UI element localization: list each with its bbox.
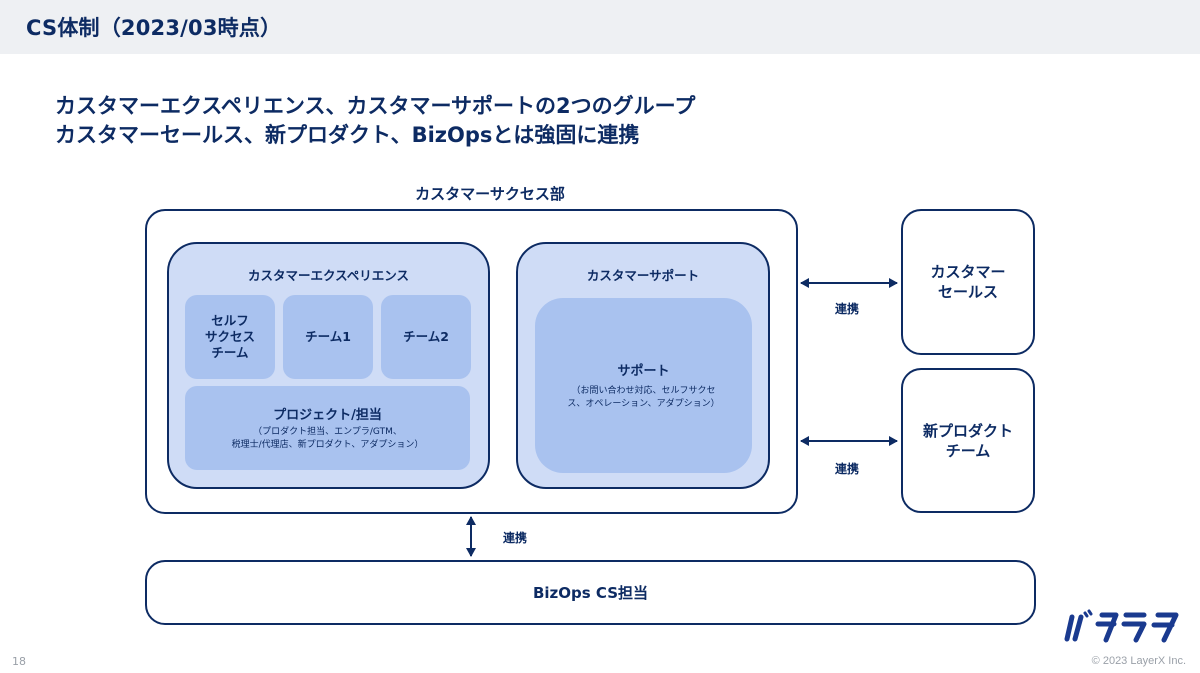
team-2: チーム2: [381, 295, 471, 379]
project-team-sub-2: 税理士/代理店、新プロダクト、アダプション）: [231, 440, 424, 450]
support-team-sub-2: ス、オペレーション、アダプション）: [567, 399, 720, 409]
lead-line-1: カスタマーエクスペリエンス、カスタマーサポートの2つのグループ: [55, 94, 696, 118]
sales-link-label: 連携: [835, 302, 860, 316]
support-team-label: サポート: [617, 364, 670, 379]
new-product-line-1: 新プロダクト: [922, 421, 1013, 440]
page-number: 18: [12, 655, 26, 668]
bizops-box: BizOps CS担当: [145, 560, 1036, 625]
self-success-team-line-3: チーム: [211, 345, 249, 360]
customer-sales-line-1: カスタマー: [930, 263, 1006, 281]
page-title: CS体制（2023/03時点）: [26, 16, 282, 40]
bizops-label: BizOps CS担当: [532, 584, 649, 602]
lead-line-2: カスタマーセールス、新プロダクト、BizOpsとは強固に連携: [55, 123, 640, 147]
project-team-label: プロジェクト/担当: [273, 408, 382, 423]
team-1: チーム1: [283, 295, 373, 379]
copyright: © 2023 LayerX Inc.: [1091, 655, 1186, 667]
customer-sales-line-2: セールス: [937, 283, 998, 301]
bakuraku-logo: [1064, 609, 1179, 643]
newprod-link-label: 連携: [835, 462, 860, 476]
header-bar: CS体制（2023/03時点）: [0, 0, 1200, 54]
bizops-link-label: 連携: [503, 531, 528, 545]
team-2-label: チーム2: [403, 329, 449, 344]
customer-experience-title: カスタマーエクスペリエンス: [247, 268, 409, 283]
support-team-sub-1: （お問い合わせ対応、セルフサクセ: [571, 386, 716, 396]
department-title: カスタマーサクセス部: [415, 185, 565, 203]
new-product-team-box: 新プロダクト チーム: [901, 368, 1035, 513]
customer-sales-box: カスタマー セールス: [901, 209, 1035, 355]
project-team: プロジェクト/担当 （プロダクト担当、エンプラ/GTM、 税理士/代理店、新プロ…: [185, 386, 470, 470]
self-success-team-line-1: セルフ: [211, 313, 249, 328]
self-success-team: セルフ サクセス チーム: [185, 295, 275, 379]
self-success-team-line-2: サクセス: [204, 329, 255, 344]
customer-support-title: カスタマーサポート: [586, 268, 700, 283]
project-team-sub-1: （プロダクト担当、エンプラ/GTM、: [253, 427, 402, 437]
support-team: サポート （お問い合わせ対応、セルフサクセ ス、オペレーション、アダプション）: [535, 298, 752, 473]
team-1-label: チーム1: [305, 329, 351, 344]
new-product-line-2: チーム: [945, 441, 991, 460]
